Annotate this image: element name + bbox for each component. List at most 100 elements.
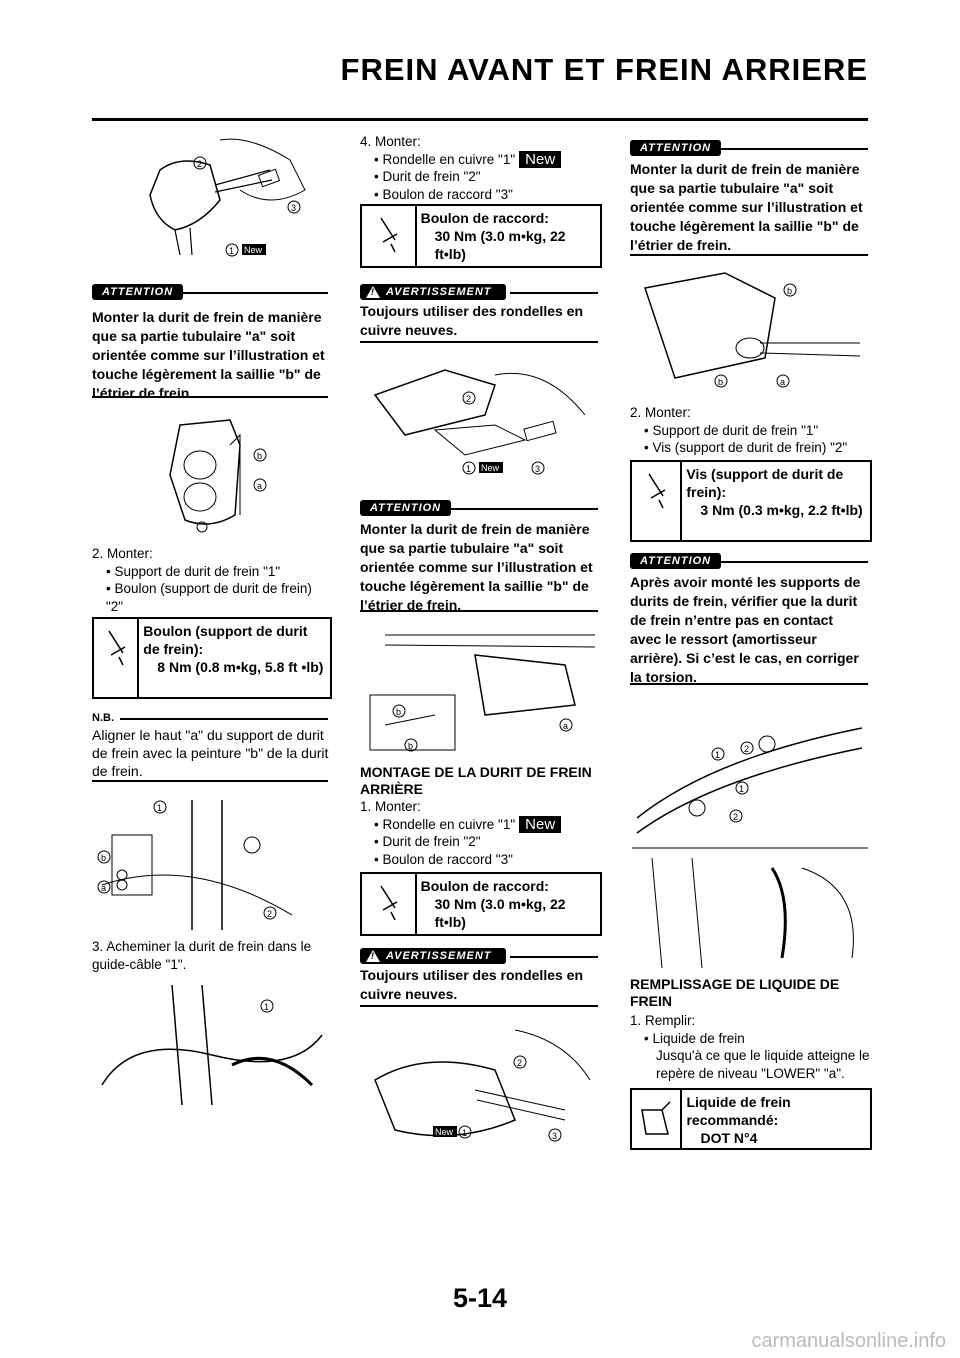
rear-caliper-illustration: 2 New 1 3 <box>365 1020 595 1150</box>
torque-spec-1: Boulon (support de durit de frein): 8 Nm… <box>92 617 332 699</box>
torque-spec-3: Boulon de raccord: 30 Nm (3.0 m•kg, 22 f… <box>360 872 602 936</box>
torque-spec-2: Boulon de raccord: 30 Nm (3.0 m•kg, 22 f… <box>360 204 602 268</box>
col3-step1: 1. Remplir: • Liquide de frein Jusqu'à c… <box>630 1012 870 1082</box>
svg-text:1: 1 <box>462 1128 467 1138</box>
svg-text:b: b <box>257 451 262 461</box>
step-item: • Support de durit de frein "1" <box>644 422 819 438</box>
warning-icon <box>366 950 380 962</box>
svg-text:a: a <box>257 481 262 491</box>
caliper-illustration-1: 2 3 1 New <box>120 130 310 260</box>
wrench-icon <box>362 874 417 934</box>
svg-text:New: New <box>244 245 263 255</box>
step-item: • Liquide de frein <box>644 1030 745 1046</box>
warning-text-2: Toujours utiliser des rondelles en cuivr… <box>360 967 584 1002</box>
svg-text:a: a <box>780 377 785 387</box>
svg-text:2: 2 <box>733 812 738 822</box>
header-rule <box>92 118 868 121</box>
step-item: • Durit de frein "2" <box>374 834 481 849</box>
fluid-spec: Liquide de frein recommandé: DOT N°4 <box>630 1088 872 1150</box>
rear-hose-holder-illustration: b b a <box>635 268 865 393</box>
step-title: 2. Monter: <box>92 546 153 561</box>
svg-text:1: 1 <box>715 750 720 760</box>
warning-label: AVERTISSEMENT <box>386 286 492 298</box>
step-item: • Durit de frein "2" <box>374 169 481 184</box>
step-title: 4. Monter: <box>360 134 421 149</box>
wrench-icon <box>94 619 140 697</box>
step-item: • Rondelle en cuivre "1" <box>374 816 516 832</box>
handlebar-illustration: b b a <box>365 625 595 755</box>
svg-text:New: New <box>435 1127 454 1137</box>
attention-header-1: ATTENTION <box>92 282 328 302</box>
attention-badge: ATTENTION <box>92 284 184 300</box>
attention-header-3: ATTENTION <box>630 138 868 158</box>
wrench-icon <box>632 462 683 540</box>
svg-text:2: 2 <box>197 159 202 169</box>
attention-badge: ATTENTION <box>360 500 452 516</box>
svg-text:b: b <box>101 853 106 863</box>
master-cylinder-illustration: 2 1 New 3 <box>365 355 595 485</box>
warning-label: AVERTISSEMENT <box>386 950 492 962</box>
torque-spec-4: Vis (support de durit de frein): 3 Nm (0… <box>630 460 872 542</box>
note-rule <box>630 683 868 685</box>
spec-value: 8 Nm (0.8 m•kg, 5.8 ft •lb) <box>157 659 324 675</box>
svg-text:1: 1 <box>264 1002 269 1012</box>
col1-step2: 2. Monter: • Support de durit de frein "… <box>92 545 332 615</box>
fork-illustration: 1 b a 2 <box>92 795 292 935</box>
new-tag: New <box>519 150 562 168</box>
step-item: • Support de durit de frein "1" <box>106 563 281 579</box>
svg-text:2: 2 <box>744 744 749 754</box>
svg-text:2: 2 <box>517 1058 522 1068</box>
svg-text:b: b <box>396 707 401 717</box>
new-tag: New <box>519 815 562 833</box>
svg-text:3: 3 <box>535 464 540 474</box>
svg-text:a: a <box>563 721 568 731</box>
note-rule <box>360 341 598 343</box>
attention-text-2: Monter la durit de frein de manière que … <box>360 521 593 613</box>
attention-text-1: Monter la durit de frein de manière que … <box>92 309 325 401</box>
nb-header: N.B. <box>92 708 328 728</box>
step-item: • Boulon de raccord "3" <box>374 186 513 202</box>
nb-label: N.B. <box>92 712 114 724</box>
svg-text:b: b <box>408 741 413 751</box>
note-rule <box>92 780 328 782</box>
svg-text:3: 3 <box>291 203 296 213</box>
step-title: 1. Monter: <box>360 799 421 814</box>
svg-text:2: 2 <box>466 394 471 404</box>
page-number: 5-14 <box>452 1283 508 1313</box>
col2-step4: 4. Monter: • Rondelle en cuivre "1"New •… <box>360 133 600 203</box>
section-heading-rear-hose: MONTAGE DE LA DURIT DE FREIN ARRIÈRE <box>360 764 592 797</box>
watermark: carmanualsonline.info <box>751 1330 946 1352</box>
spec-label: Boulon (support de durit de frein): <box>143 623 308 657</box>
note-rule <box>360 1005 598 1007</box>
note-rule <box>360 610 598 612</box>
warning-header-1: AVERTISSEMENT <box>360 282 598 302</box>
svg-text:1: 1 <box>466 464 471 474</box>
front-wheel-illustration: 1 <box>92 975 332 1115</box>
attention-header-4: ATTENTION <box>630 551 868 571</box>
col3-step2: 2. Monter: • Support de durit de frein "… <box>630 404 870 457</box>
svg-text:1: 1 <box>739 784 744 794</box>
attention-text-4: Après avoir monté les supports de durits… <box>630 574 861 685</box>
note-rule <box>630 254 868 256</box>
svg-text:3: 3 <box>552 1131 557 1141</box>
step-item: Jusqu'à ce que le liquide atteigne le re… <box>656 1048 870 1081</box>
page-title: FREIN AVANT ET FREIN ARRIERE <box>340 52 868 87</box>
step-item: • Vis (support de durit de frein) "2" <box>644 440 848 455</box>
section-heading-brake-fluid: REMPLISSAGE DE LIQUIDE DE FREIN <box>630 976 840 1009</box>
spec-value: 3 Nm (0.3 m•kg, 2.2 ft•lb) <box>700 502 863 518</box>
warning-text-1: Toujours utiliser des rondelles en cuivr… <box>360 303 584 338</box>
caliper-illustration-2: b a <box>140 415 290 535</box>
step-title: 1. Remplir: <box>630 1013 696 1028</box>
spec-value: DOT N°4 <box>700 1130 758 1146</box>
step-title: 2. Monter: <box>630 405 691 420</box>
warning-icon <box>366 286 380 298</box>
oil-drop-icon <box>632 1090 683 1148</box>
svg-text:New: New <box>481 463 500 473</box>
svg-text:b: b <box>718 377 723 387</box>
rear-shock-illustration: 2 1 1 2 <box>632 698 868 970</box>
warning-badge: AVERTISSEMENT <box>360 284 506 300</box>
spec-label: Boulon de raccord: <box>420 878 549 894</box>
attention-text-3: Monter la durit de frein de manière que … <box>630 161 863 253</box>
svg-text:a: a <box>101 883 106 893</box>
warning-badge: AVERTISSEMENT <box>360 948 506 964</box>
